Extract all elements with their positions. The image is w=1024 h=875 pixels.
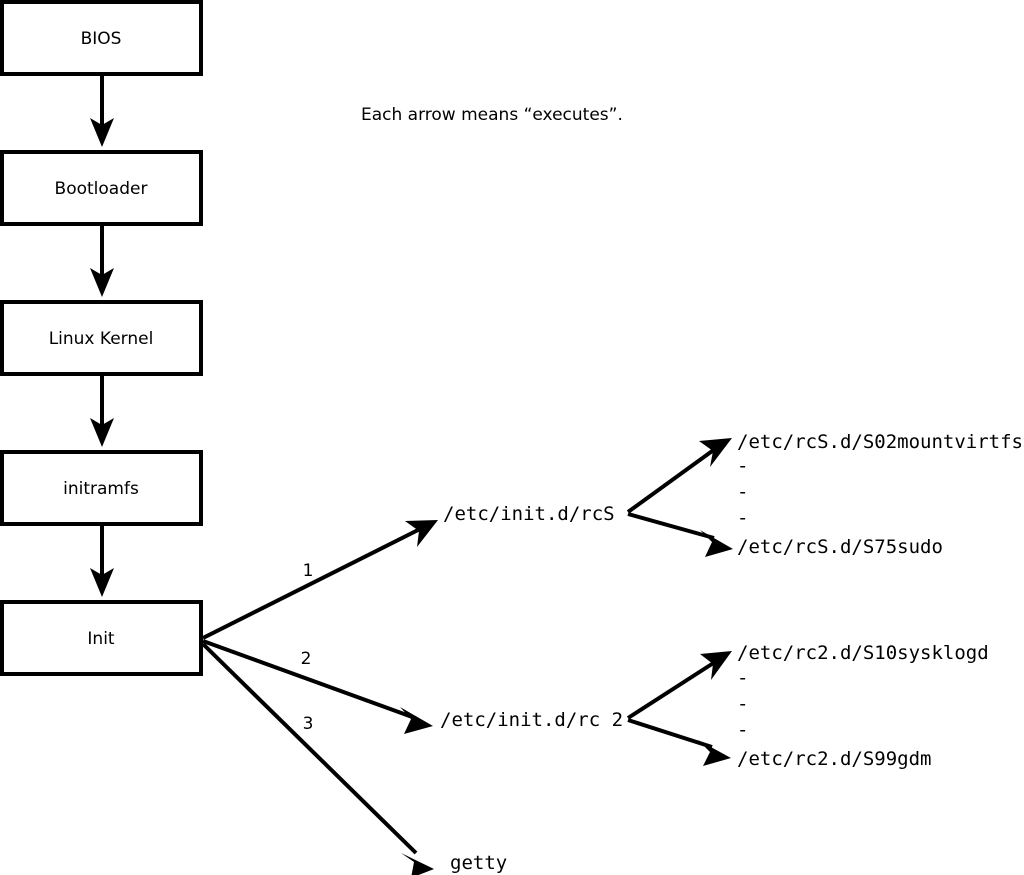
label-rcS-ellipsis-2: - [737,481,748,503]
box-initramfs-rect [0,450,203,526]
label-rcS-ellipsis-3: - [737,507,748,529]
box-init-label: Init [87,629,115,649]
label-etc-init-d-rc-2: /etc/init.d/rc 2 [440,709,623,731]
arrow-head-icon [400,707,433,734]
edge-init-to-getty: 3 [201,642,434,875]
arrow-head-icon [699,438,732,467]
edge-line [201,642,418,855]
box-initramfs: initramfs [0,450,203,526]
edge-line [626,447,717,514]
edge-rcS-to-last-script [627,512,733,557]
box-bios-rect [0,0,203,76]
label-rc2-ellipsis-1: - [737,667,748,689]
arrow-head-icon [401,853,434,875]
label-getty: getty [450,852,507,874]
label-rcS-last-script: /etc/rcS.d/S75sudo [737,536,943,558]
box-initramfs-label: initramfs [63,479,139,499]
edge-line [627,718,713,749]
caption-executes: Each arrow means “executes”. [361,105,623,125]
connector-bios-to-bootloader [90,76,114,147]
connector-kernel-to-initramfs [90,376,114,447]
arrow-head-down-icon [90,418,114,447]
box-bootloader: Bootloader [0,150,203,226]
edge-number-1: 1 [303,561,314,581]
box-bootloader-label: Bootloader [55,179,148,199]
edge-init-to-rc2: 2 [202,639,433,734]
label-rc2-ellipsis-3: - [737,719,748,741]
box-linux-kernel: Linux Kernel [0,300,203,376]
connector-bootloader-to-kernel [90,226,114,297]
edge-line [626,660,717,720]
label-rc2-last-script: /etc/rc2.d/S99gdm [737,748,931,770]
box-linux-kernel-rect [0,300,203,376]
box-bios: BIOS [0,0,203,76]
label-rc2-ellipsis-2: - [737,693,748,715]
arrow-head-icon [700,651,732,680]
arrow-head-down-icon [90,268,114,297]
edge-line [627,512,715,540]
edge-number-2: 2 [301,649,312,669]
arrow-head-icon [405,520,438,547]
connector-initramfs-to-init [90,526,114,597]
box-bootloader-rect [0,150,203,226]
arrow-head-icon [698,740,731,766]
label-etc-init-d-rcS: /etc/init.d/rcS [443,503,615,525]
edge-rc2-to-first-script [626,651,732,720]
edge-init-to-rcS: 1 [202,520,438,640]
arrow-head-down-icon [90,118,114,147]
box-linux-kernel-label: Linux Kernel [49,329,154,349]
arrow-head-down-icon [90,568,114,597]
label-rcS-first-script: /etc/rcS.d/S02mountvirtfs [737,431,1023,453]
label-rcS-ellipsis-1: - [737,455,748,477]
edge-line [202,525,425,640]
edge-number-3: 3 [303,714,314,734]
box-bios-label: BIOS [81,29,122,49]
box-init: Init [0,600,203,676]
edge-line [202,639,416,720]
arrow-head-icon [700,530,733,557]
edge-rcS-to-first-script [626,438,732,514]
label-rc2-first-script: /etc/rc2.d/S10sysklogd [737,642,989,664]
box-init-rect [0,600,203,676]
edge-rc2-to-last-script [627,718,731,766]
